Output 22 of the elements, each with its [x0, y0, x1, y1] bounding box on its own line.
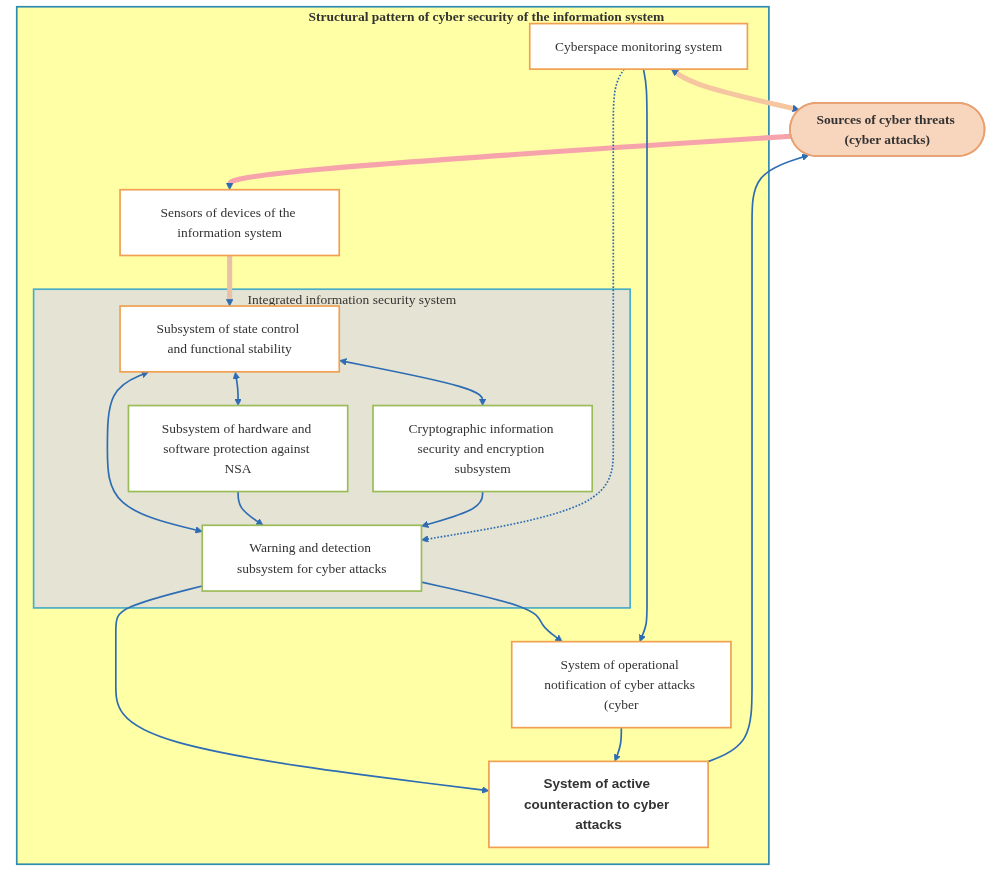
- node-box: System of active counteraction to cyber attacks: [488, 760, 710, 849]
- arrow: [237, 490, 264, 526]
- arrow: [707, 153, 810, 763]
- arrow: [421, 581, 563, 642]
- arrow: [106, 371, 203, 534]
- arrow: [421, 68, 626, 543]
- arrow: [339, 358, 487, 406]
- arrow: [115, 585, 490, 794]
- arrow: [671, 69, 801, 112]
- arrow: [421, 490, 484, 528]
- arrow: [226, 133, 792, 191]
- arrow: [639, 68, 649, 642]
- node-box: Warning and detection subsystem for cyber attacks: [201, 524, 423, 592]
- node-box: Subsystem of hardware and software protection against NSA: [128, 404, 349, 493]
- arrow: [233, 371, 243, 406]
- node-box: Cyberspace monitoring system: [529, 22, 749, 70]
- node-box: System of operational notification of cyber attacks (cyber: [511, 640, 733, 729]
- node-box: Cryptographic information security and encryption subsystem: [372, 404, 594, 493]
- arrow: [614, 726, 623, 762]
- arrow: [226, 255, 234, 307]
- node-box: Sensors of devices of the information system: [119, 188, 341, 257]
- node-box: Subsystem of state control and functional stability: [119, 305, 341, 373]
